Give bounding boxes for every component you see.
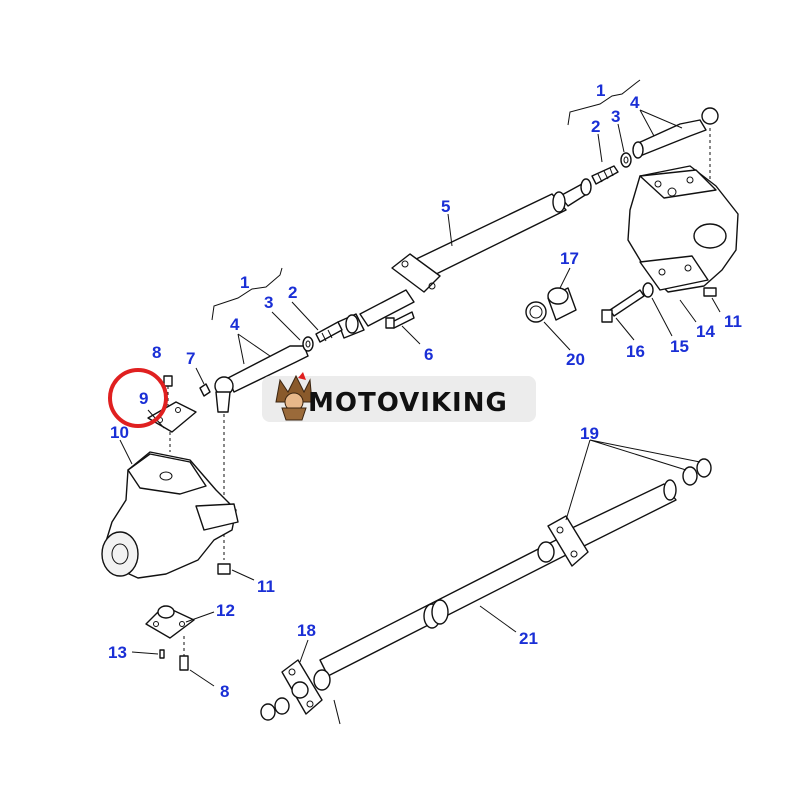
lower-cylinder-21 (313, 458, 712, 691)
callout-4-lower: 4 (230, 315, 240, 334)
callout-3-upper: 3 (611, 107, 620, 126)
tie-rod-end-right (635, 119, 707, 157)
bushing-17 (547, 287, 577, 321)
ring-20 (525, 301, 547, 323)
tie-rod-end-left (227, 345, 309, 393)
callout-2-lower: 2 (288, 283, 297, 302)
highlight-circle (108, 368, 168, 428)
callout-4-upper: 4 (630, 93, 640, 112)
callout-12: 12 (216, 601, 235, 620)
nut-11-right (703, 287, 717, 297)
cylinder-mount-flange (391, 253, 441, 293)
pin-7 (199, 383, 211, 397)
bracket-1-lower (211, 267, 283, 321)
callout-15: 15 (670, 337, 689, 356)
right-tie-rod-assembly (559, 79, 719, 280)
left-tie-rod-assembly (211, 267, 343, 560)
callout-20: 20 (566, 350, 585, 369)
callout-10: 10 (110, 423, 129, 442)
callout-9: 9 (139, 389, 148, 408)
brand-name: MOTOVIKING (308, 388, 508, 418)
leader-lines (119, 109, 721, 687)
upper-cap-9 (147, 401, 197, 433)
left-steering-knuckle-10 (101, 401, 239, 579)
callout-17: 17 (560, 249, 579, 268)
hub-flange (101, 531, 139, 577)
callout-1-upper: 1 (596, 81, 605, 100)
callout-14: 14 (696, 322, 715, 341)
steering-cylinder-5 (337, 191, 567, 339)
cylinder-barrel (409, 193, 567, 281)
knuckle-top-plate (639, 169, 717, 199)
callout-7: 7 (186, 349, 195, 368)
brand-watermark: MOTOVIKING (262, 372, 536, 422)
bolt-6 (385, 311, 415, 329)
piston-rod (359, 289, 415, 327)
pin-13 (159, 649, 165, 659)
callout-3-lower: 3 (264, 293, 273, 312)
callout-2-upper: 2 (591, 117, 600, 136)
callout-11-right: 11 (724, 312, 742, 331)
lower-bracket-18 (260, 659, 341, 725)
ball-joint-right (701, 107, 719, 125)
nut-11-left (217, 563, 231, 575)
bolt-8-lower (179, 636, 189, 671)
bolt-16 (601, 289, 645, 323)
lower-flange (547, 515, 589, 567)
callout-5: 5 (441, 197, 450, 216)
callout-6: 6 (424, 345, 433, 364)
viking-mascot-icon (275, 372, 313, 421)
nut-3-right (620, 152, 632, 168)
right-steering-knuckle (627, 165, 739, 297)
knuckle-bottom-plate (639, 255, 709, 291)
callout-1-lower: 1 (240, 273, 249, 292)
callout-8-upper: 8 (152, 343, 161, 362)
callout-labels: 1 2 3 4 5 17 11 14 15 16 20 1 2 3 4 6 7 … (108, 81, 742, 701)
stud-2-right (591, 165, 619, 185)
callout-21: 21 (519, 629, 538, 648)
brand-background (262, 376, 536, 422)
callout-19: 19 (580, 424, 599, 443)
lower-barrel (571, 483, 677, 547)
knuckle-top-flat (127, 453, 207, 495)
callout-16: 16 (626, 342, 645, 361)
bracket-1-upper (567, 79, 641, 126)
callout-13: 13 (108, 643, 127, 662)
washer-15 (642, 282, 654, 298)
callout-11-left: 11 (257, 577, 275, 596)
lower-cap-12 (145, 605, 195, 639)
callout-8-lower: 8 (220, 682, 229, 701)
callout-18: 18 (297, 621, 316, 640)
nut-3-left (302, 336, 314, 352)
